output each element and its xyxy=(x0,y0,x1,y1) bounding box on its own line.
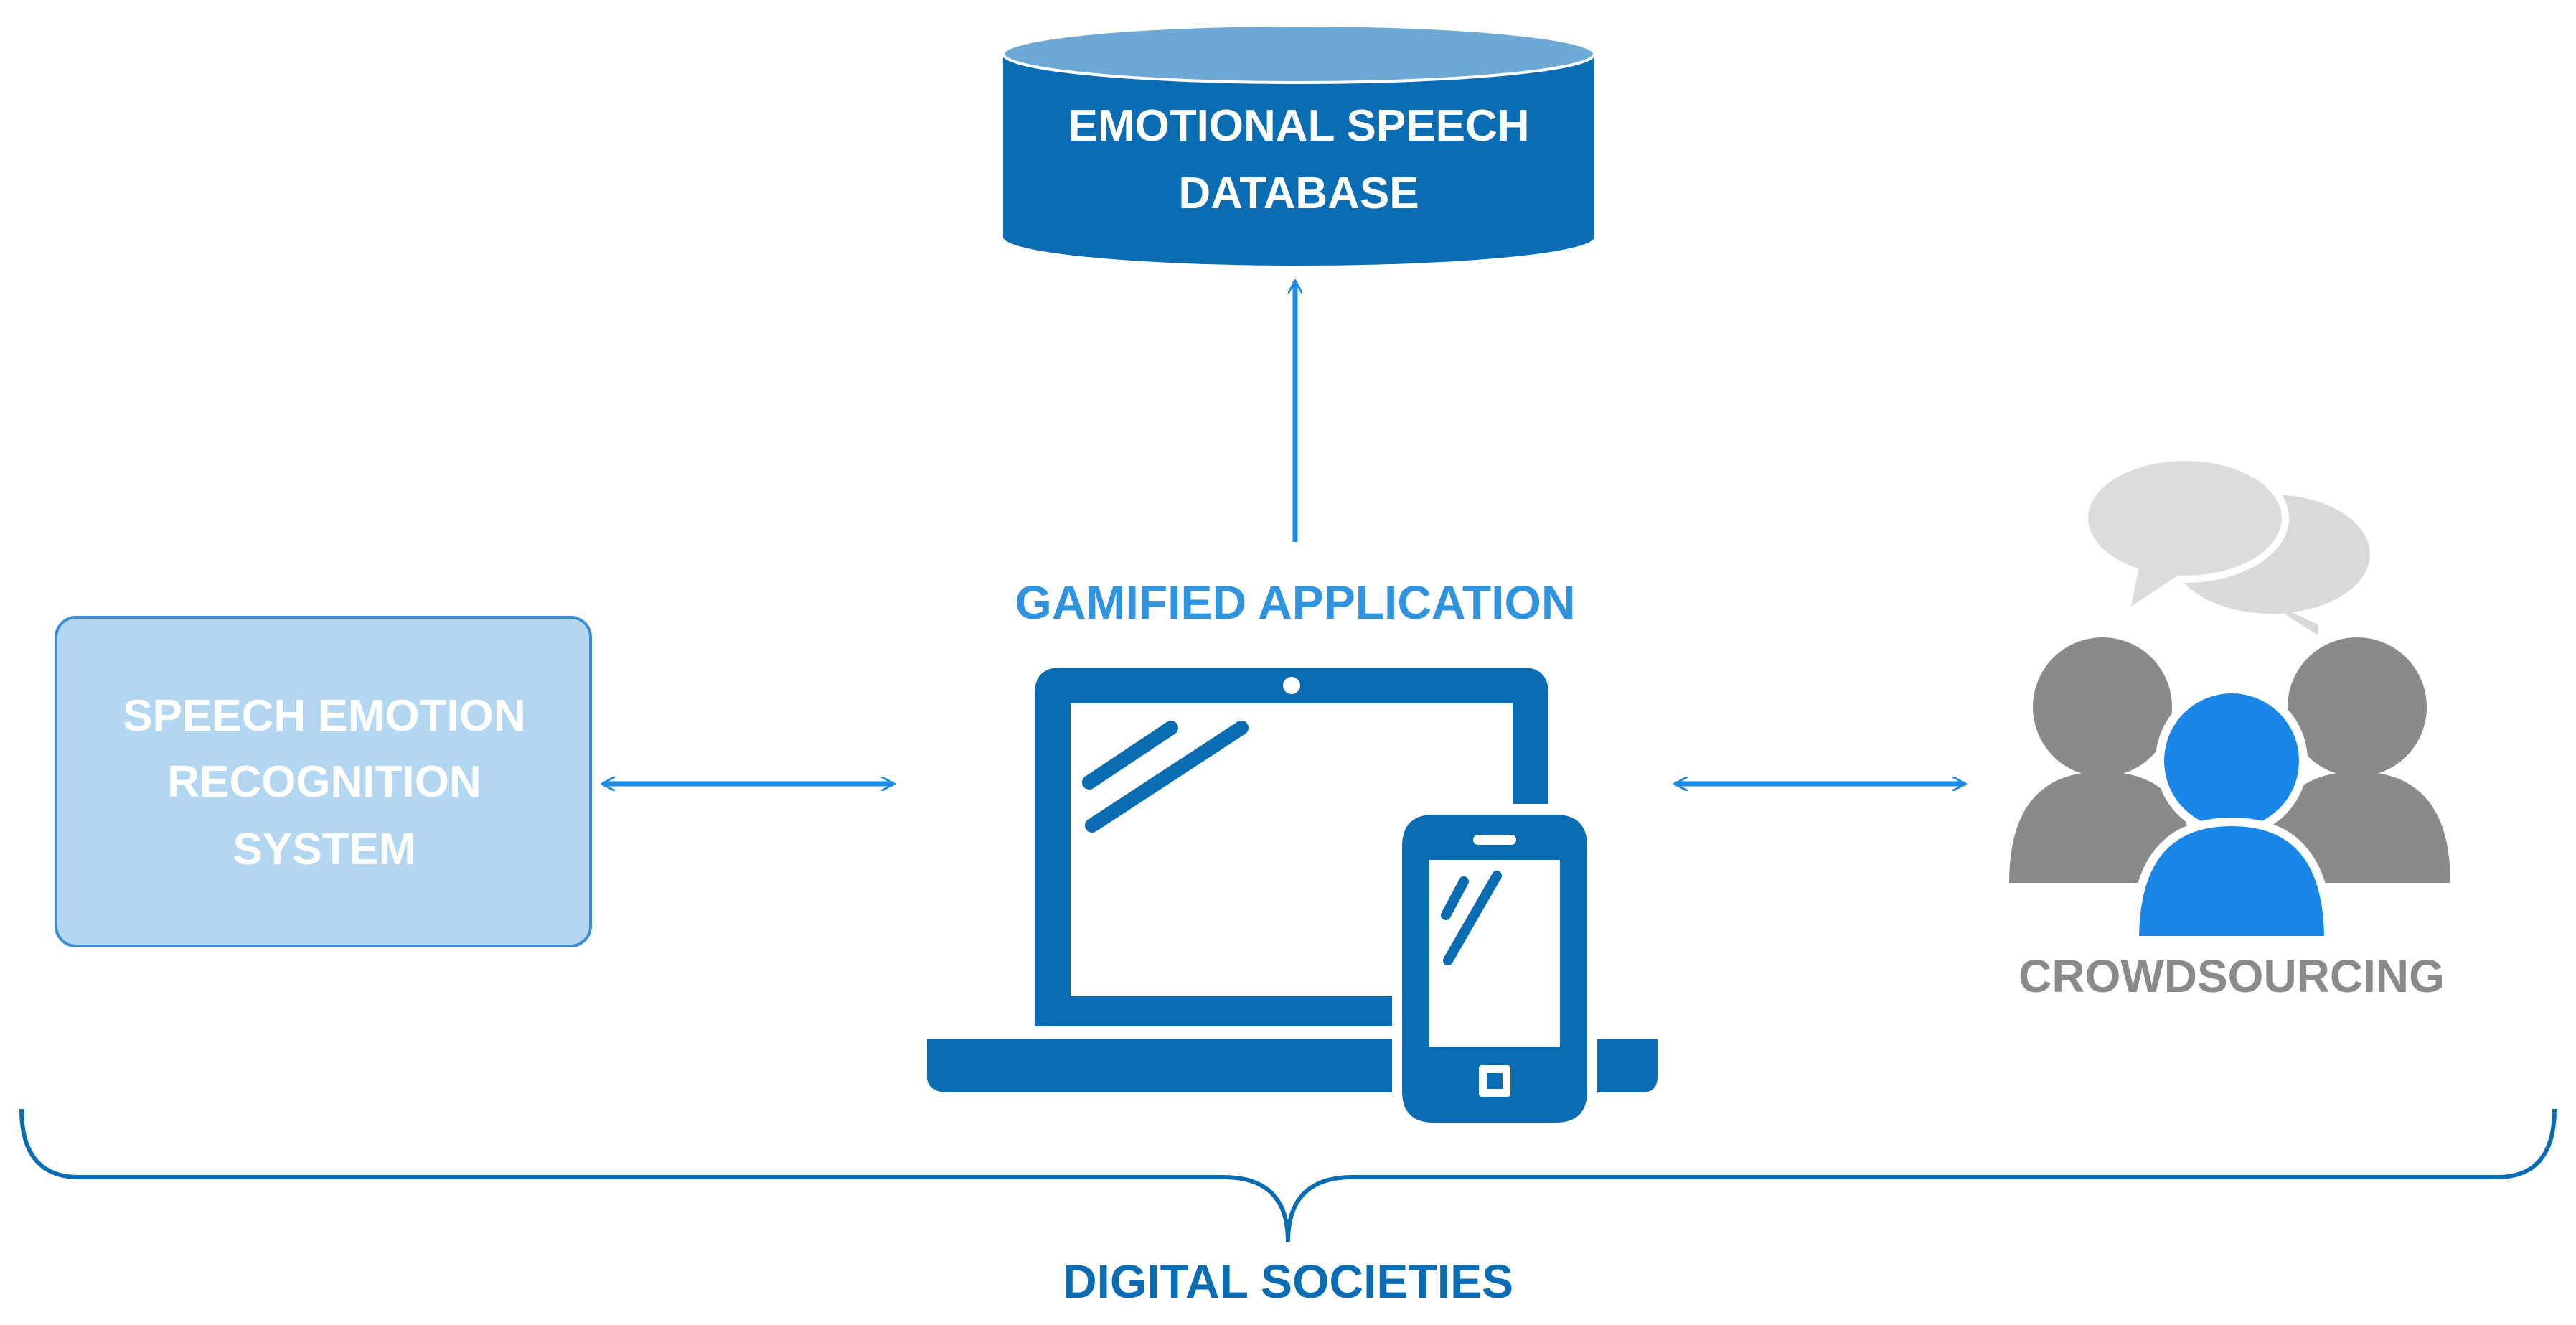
laptop-camera-icon xyxy=(1283,677,1300,694)
ser-label-line2: RECOGNITION xyxy=(167,757,481,807)
gamified-application-label: GAMIFIED APPLICATION xyxy=(1015,576,1576,629)
people-with-speech-bubbles-icon xyxy=(2009,454,2450,945)
laptop-and-smartphone-icon xyxy=(927,668,1658,1134)
phone-glare-icon xyxy=(1441,876,1469,920)
database-label-line2: DATABASE xyxy=(1178,169,1419,218)
phone-home-button-inner xyxy=(1487,1073,1503,1089)
ser-label-line3: SYSTEM xyxy=(233,825,416,874)
emotional-speech-database: EMOTIONAL SPEECH DATABASE xyxy=(1002,24,1596,266)
digital-societies-brace xyxy=(19,1108,2557,1242)
phone-speaker-icon xyxy=(1473,835,1516,845)
crowdsourcing-label: CROWDSOURCING xyxy=(2018,950,2445,1002)
phone-glare-icon xyxy=(1443,871,1502,965)
laptop-screen-icon xyxy=(1035,668,1548,1026)
database-label-line1: EMOTIONAL SPEECH xyxy=(1068,101,1529,151)
digital-societies-label: DIGITAL SOCIETIES xyxy=(1063,1255,1513,1308)
person-gray-left-icon xyxy=(2009,637,2196,883)
ser-system-box xyxy=(55,616,592,947)
database-cylinder-top xyxy=(1002,24,1596,84)
laptop-glare-icon xyxy=(1085,721,1249,833)
ser-label-line1: SPEECH EMOTION xyxy=(123,691,526,741)
database-cylinder-body xyxy=(1003,54,1594,266)
smartphone-icon xyxy=(1402,815,1587,1123)
speech-bubble-front-icon xyxy=(2081,454,2289,607)
person-blue-center-icon xyxy=(2130,685,2333,945)
laptop-glare-icon xyxy=(1082,721,1178,790)
speech-emotion-recognition-system: SPEECH EMOTION RECOGNITION SYSTEM xyxy=(55,616,592,947)
